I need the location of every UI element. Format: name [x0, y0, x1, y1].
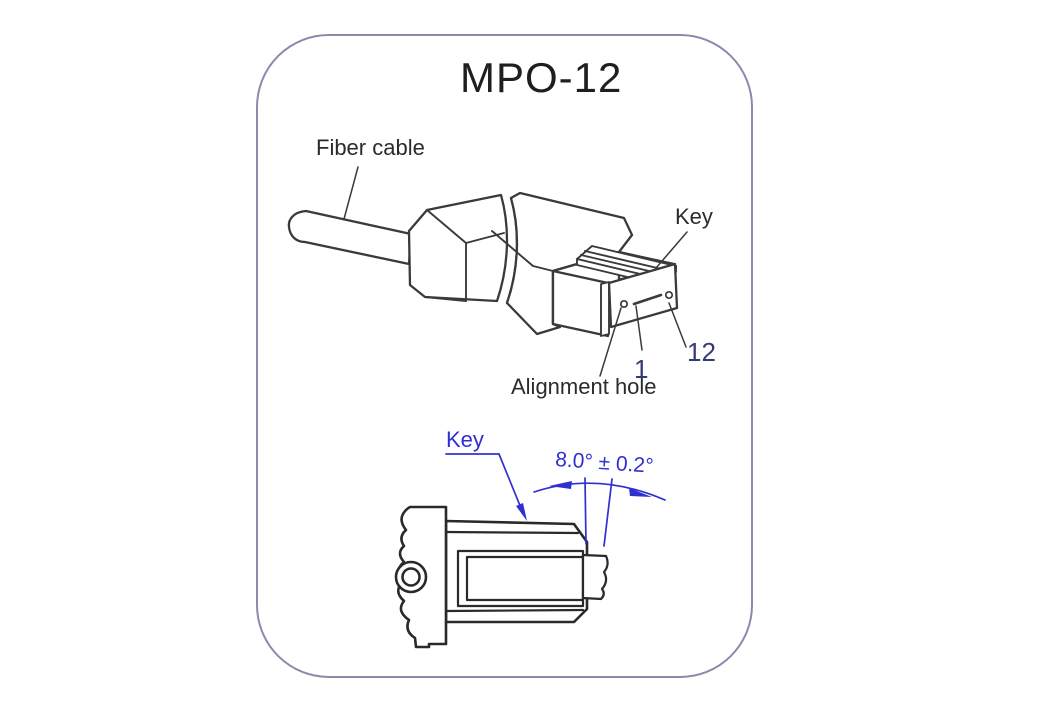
diagram-title: MPO-12: [460, 54, 623, 101]
alignment-hole-label: Alignment hole: [511, 374, 657, 399]
boot-section: [407, 193, 509, 303]
angle-dimension: [445, 453, 666, 547]
fiber-1-leader: [635, 305, 643, 351]
key-leader: [655, 231, 688, 269]
side-boot-ring-inner: [401, 567, 421, 587]
key-label-top: Key: [675, 204, 713, 229]
arc-arrow-left: [549, 481, 572, 489]
leader-lines-top: [343, 166, 688, 377]
arc-arrow-right: [629, 488, 652, 497]
alignment-hole-left: [619, 299, 629, 309]
frame-border: [256, 34, 753, 678]
alignment-hole-leader: [599, 307, 622, 377]
side-sleeve-inner: [465, 555, 585, 602]
side-sleeve-outer: [456, 549, 585, 608]
alignment-hole-right: [664, 290, 674, 300]
isometric-connector-drawing: [287, 166, 688, 377]
fiber-cable-leader: [343, 166, 359, 220]
fiber-cable-label: Fiber cable: [316, 135, 425, 160]
dimension-angled-line: [603, 478, 613, 547]
side-view-drawing: [394, 505, 609, 649]
dimension-reference-line: [584, 477, 587, 545]
fiber-position-1-label: 1: [634, 354, 649, 384]
dimension-arc: [533, 482, 666, 501]
fiber-row-line: [632, 293, 663, 306]
side-ferrule-tip: [581, 553, 609, 601]
fiber-position-12-label: 12: [687, 337, 716, 367]
ferrule-end-face: [600, 262, 679, 337]
key-label-side: Key: [446, 427, 484, 452]
key-leader-side: [498, 453, 524, 514]
key-leader-arrowhead: [516, 503, 527, 521]
fiber-12-leader: [668, 302, 687, 348]
fiber-cable-shape: [287, 209, 413, 266]
